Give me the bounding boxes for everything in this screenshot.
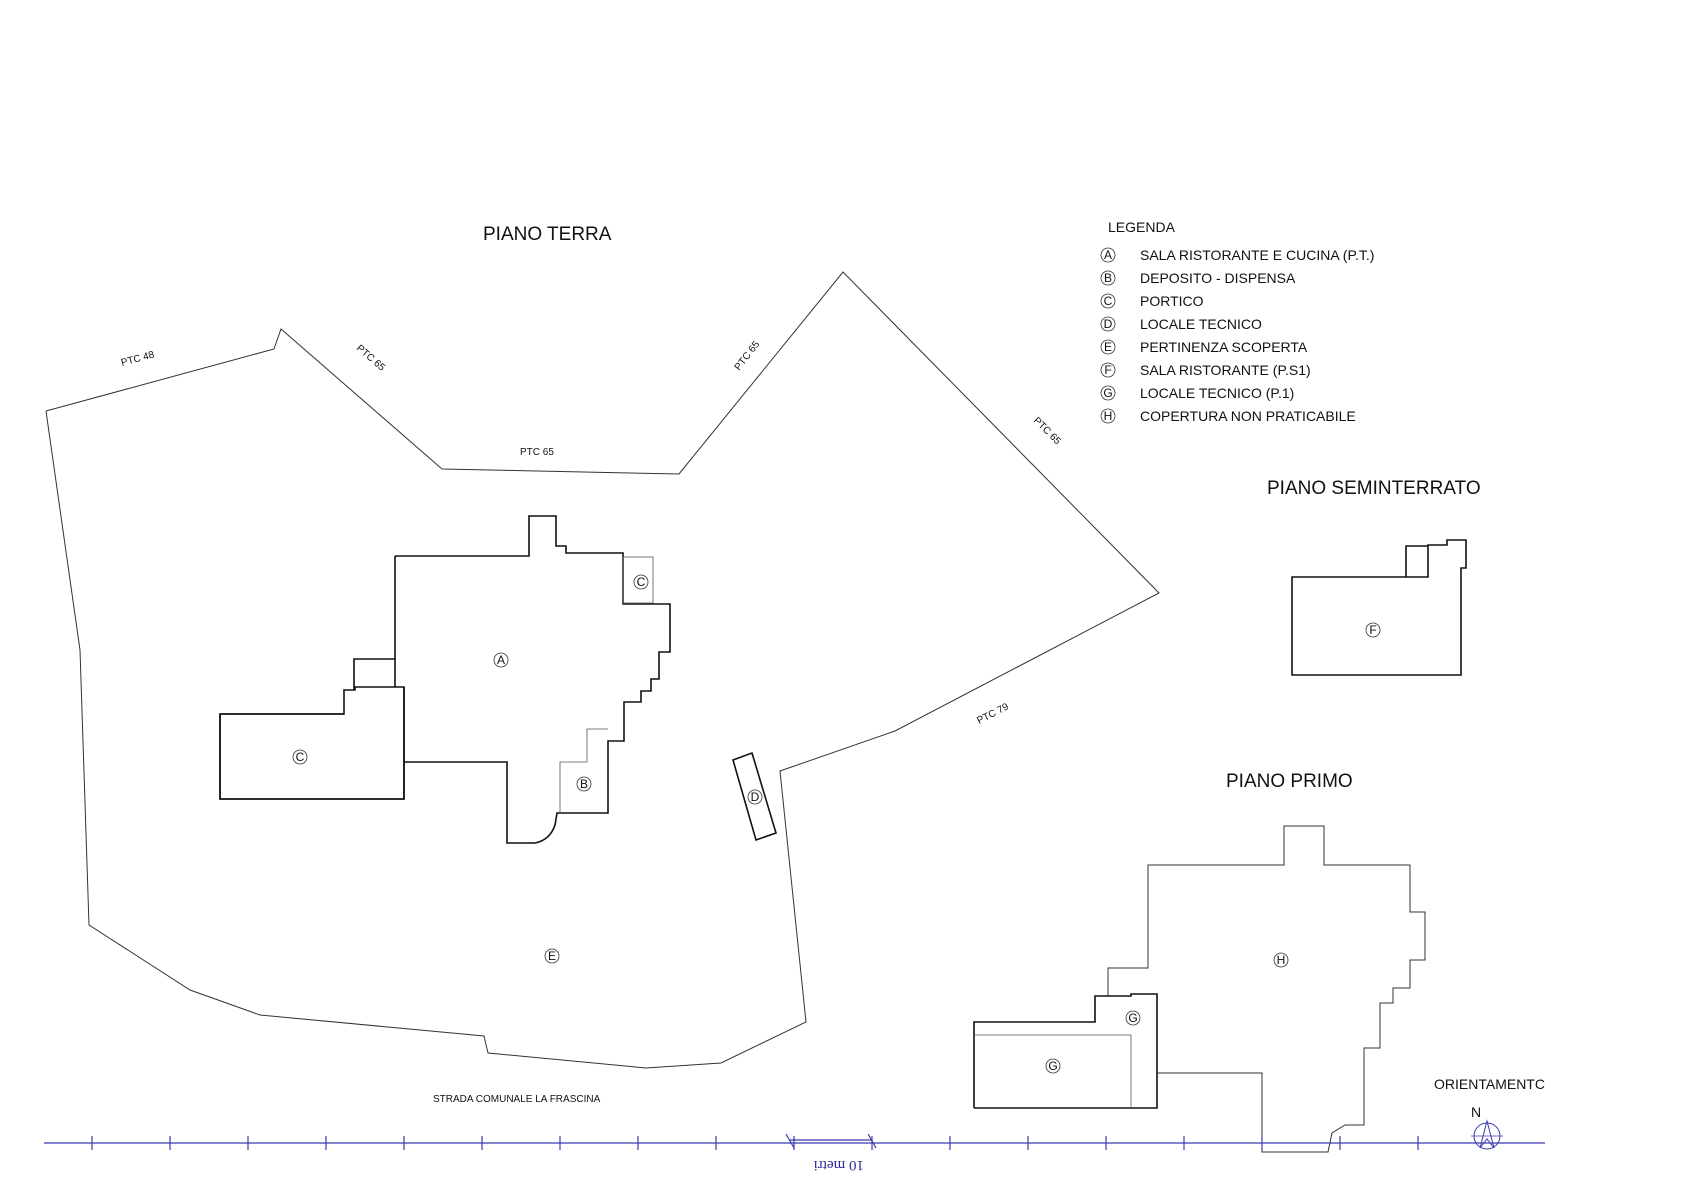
- legend-label: DEPOSITO - DISPENSA: [1140, 270, 1296, 286]
- legend-marker: [1100, 339, 1116, 355]
- legend-label: SALA RISTORANTE (P.S1): [1140, 362, 1311, 378]
- title-piano-primo: PIANO PRIMO: [1226, 771, 1353, 792]
- north-label: N: [1471, 1104, 1481, 1120]
- legend-item: B DEPOSITO - DISPENSA: [1100, 270, 1296, 286]
- road-label: STRADA COMUNALE LA FRASCINA: [433, 1094, 601, 1105]
- orientation-label: ORIENTAMENTC: [1434, 1076, 1545, 1092]
- legend-marker-letter: D: [1104, 317, 1113, 331]
- svg-text:F: F: [1369, 623, 1376, 637]
- legend-marker-letter: F: [1104, 363, 1111, 377]
- legend-marker-letter: B: [1104, 271, 1112, 285]
- property-boundary: [45, 271, 1160, 1069]
- building-g-outline: [973, 993, 1158, 1109]
- legend-marker: [1100, 316, 1116, 332]
- north-arrow-icon: [1471, 1119, 1503, 1150]
- marker-g: G: [1045, 1058, 1061, 1074]
- legend-item: F SALA RISTORANTE (P.S1): [1100, 362, 1311, 378]
- parcel-label-ptc79: PTC 79: [975, 701, 1011, 726]
- legend: LEGENDA A SALA RISTORANTE E CUCINA (P.T.…: [1100, 219, 1374, 424]
- building-g-inner: [974, 1034, 1132, 1108]
- title-piano-terra: PIANO TERRA: [483, 224, 612, 245]
- marker-e: E: [544, 948, 560, 964]
- legend-item: H COPERTURA NON PRATICABILE: [1100, 408, 1356, 424]
- svg-text:G: G: [1128, 1011, 1137, 1025]
- parcel-label-ptc65: PTC 65: [354, 343, 387, 374]
- marker-c: C: [292, 749, 308, 765]
- svg-text:C: C: [637, 575, 646, 589]
- legend-label: COPERTURA NON PRATICABILE: [1140, 408, 1356, 424]
- legend-item: E PERTINENZA SCOPERTA: [1100, 339, 1308, 355]
- building-f-outline: [1291, 539, 1467, 676]
- legend-marker: [1100, 247, 1116, 263]
- building-h-outline: [1107, 825, 1426, 1153]
- parcel-label-ptc65: PTC 65: [520, 447, 554, 458]
- legend-label: SALA RISTORANTE E CUCINA (P.T.): [1140, 247, 1374, 263]
- building-a-outline: [219, 515, 671, 844]
- svg-text:C: C: [296, 750, 305, 764]
- title-piano-seminterrato: PIANO SEMINTERRATO: [1267, 478, 1481, 499]
- svg-text:D: D: [751, 790, 760, 804]
- legend-marker: [1100, 270, 1116, 286]
- svg-text:B: B: [580, 777, 588, 791]
- legend-item: D LOCALE TECNICO: [1100, 316, 1262, 332]
- legend-marker: [1100, 362, 1116, 378]
- parcel-label-ptc65: PTC 65: [733, 339, 763, 373]
- legend-marker-letter: A: [1104, 248, 1112, 262]
- legend-item: A SALA RISTORANTE E CUCINA (P.T.): [1100, 247, 1374, 263]
- legend-label: PERTINENZA SCOPERTA: [1140, 339, 1308, 355]
- svg-text:H: H: [1277, 953, 1286, 967]
- portico-c-west: [219, 687, 405, 800]
- portico-c-north: [622, 556, 654, 604]
- marker-b: B: [576, 776, 592, 792]
- legend-marker: [1100, 385, 1116, 401]
- legend-item: C PORTICO: [1100, 293, 1204, 309]
- legend-label: LOCALE TECNICO: [1140, 316, 1262, 332]
- legend-marker-letter: C: [1104, 294, 1113, 308]
- marker-d: D: [747, 789, 763, 805]
- legend-marker-letter: H: [1104, 409, 1113, 423]
- marker-g: G: [1125, 1010, 1141, 1026]
- legend-label: PORTICO: [1140, 293, 1204, 309]
- scale-bar: 10 metri: [44, 1133, 1545, 1173]
- marker-a: A: [493, 652, 509, 668]
- svg-text:A: A: [497, 653, 505, 667]
- legend-label: LOCALE TECNICO (P.1): [1140, 385, 1294, 401]
- marker-c: C: [633, 574, 649, 590]
- scale-label: 10 metri: [814, 1157, 864, 1173]
- parcel-label-ptc65: PTC 65: [1031, 415, 1063, 447]
- legend-marker-letter: E: [1104, 340, 1112, 354]
- deposito-b-outline: [559, 728, 608, 813]
- svg-text:G: G: [1048, 1059, 1057, 1073]
- locale-tecnico-d: [732, 751, 777, 842]
- legend-heading: LEGENDA: [1108, 219, 1176, 235]
- legend-marker-letter: G: [1103, 386, 1112, 400]
- marker-h: H: [1273, 952, 1289, 968]
- parcel-label-ptc48: PTC 48: [120, 349, 156, 369]
- legend-marker: [1100, 408, 1116, 424]
- svg-text:E: E: [548, 949, 556, 963]
- marker-f: F: [1365, 622, 1381, 638]
- legend-item: G LOCALE TECNICO (P.1): [1100, 385, 1294, 401]
- legend-marker: [1100, 293, 1116, 309]
